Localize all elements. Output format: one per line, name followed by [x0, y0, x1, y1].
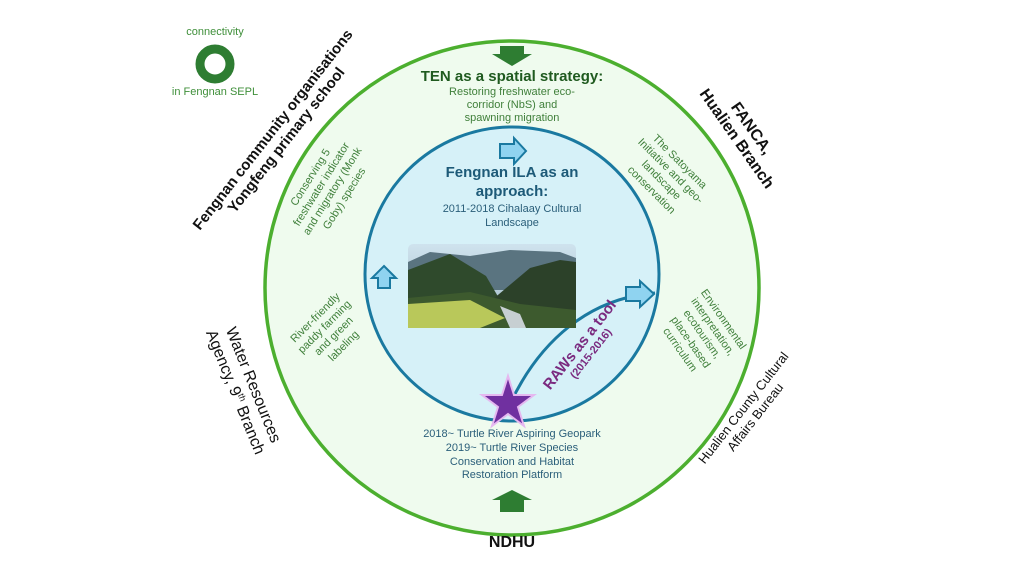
ten-strategy-description: Restoring freshwater eco- corridor (NbS)… — [449, 86, 575, 125]
landscape-photo — [408, 244, 576, 328]
green-arrow-up-icon — [492, 490, 532, 512]
blue-arrow-up-left-icon — [369, 264, 399, 289]
legend-connectivity-label: connectivity — [186, 26, 244, 38]
stakeholder-ndhu: NDHU — [488, 534, 536, 551]
blue-arrow-right-top-icon — [499, 135, 528, 167]
green-arrow-down-icon — [492, 46, 532, 66]
geopark-platform-text: 2018~ Turtle River Aspiring Geopark 2019… — [423, 428, 601, 482]
blue-arrow-right-lower-icon — [625, 278, 656, 310]
ila-approach-title: Fengnan ILA as an approach: — [445, 164, 579, 200]
connectivity-ring-icon — [195, 44, 235, 84]
legend-sepl-label: in Fengnan SEPL — [171, 86, 259, 98]
cihalaay-landscape-text: 2011-2018 Cihalaay Cultural Landscape — [442, 203, 582, 229]
ten-strategy-title: TEN as a spatial strategy: — [420, 68, 604, 85]
star-icon — [479, 372, 537, 429]
